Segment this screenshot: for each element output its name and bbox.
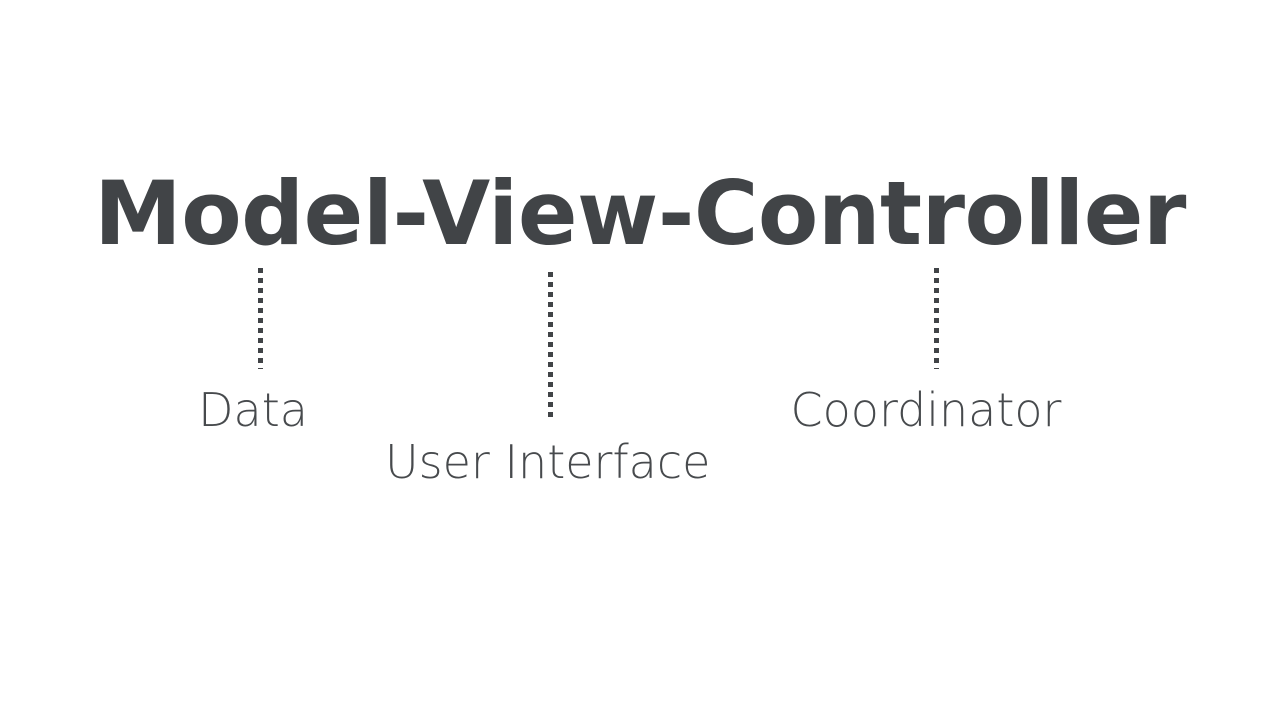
dotted-connector-view xyxy=(548,272,553,419)
annotation-label-controller: Coordinator xyxy=(790,383,1062,437)
page-title: Model-View-Controller xyxy=(94,162,1186,265)
annotation-label-view: User Interface xyxy=(385,435,711,489)
annotation-label-model: Data xyxy=(198,383,308,437)
dotted-connector-model xyxy=(258,268,263,369)
dotted-connector-controller xyxy=(934,268,939,369)
